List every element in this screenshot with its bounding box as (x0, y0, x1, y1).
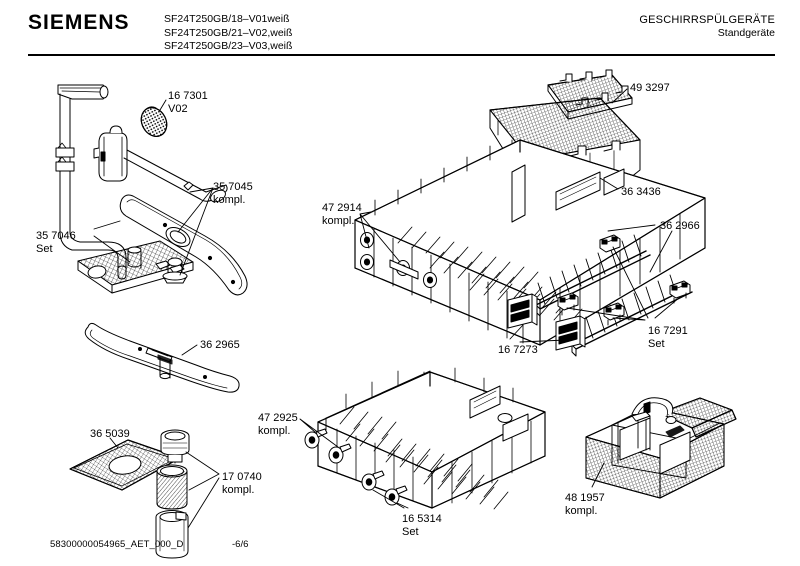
callout-16-7301: 16 7301 V02 (168, 90, 208, 116)
part-qualifier: kompl. (213, 194, 246, 206)
part-qualifier: V02 (168, 103, 188, 115)
part-qualifier: kompl. (222, 484, 255, 496)
part-number: 36 2966 (660, 220, 700, 232)
callout-16-5314: 16 5314 Set (402, 513, 442, 539)
part-number: 16 7291 (648, 325, 688, 337)
art-tine-retainers (557, 234, 691, 326)
callout-17-0740: 17 0740 kompl. (222, 471, 262, 497)
part-number: 47 2914 (322, 202, 362, 214)
part-number: 49 3297 (630, 82, 670, 94)
art-cutlery-basket (585, 397, 737, 499)
callout-36-2966: 36 2966 (660, 220, 700, 233)
part-qualifier: Set (36, 243, 53, 255)
part-number: 16 7301 (168, 90, 208, 102)
part-number: 36 5039 (90, 428, 130, 440)
part-number: 16 7273 (498, 344, 538, 356)
art-basket-clips (507, 293, 586, 351)
model-line-1: SF24T250GB/18–V01weiß (164, 13, 290, 25)
art-jet-nozzle (140, 106, 168, 137)
callout-47-2914: 47 2914 kompl. (322, 202, 362, 228)
category-block: GESCHIRRSPÜLGERÄTE Standgeräte (639, 13, 775, 40)
art-lower-spray-arm (84, 322, 240, 393)
art-folding-cup-rack (489, 97, 641, 193)
art-water-feed-pipe (55, 84, 194, 294)
model-line-2: SF24T250GB/21–V02,weiß (164, 26, 293, 39)
part-number: 48 1957 (565, 492, 605, 504)
model-line-3: SF24T250GB/23–V03,weiß (164, 40, 293, 52)
part-number: 47 2925 (258, 412, 298, 424)
art-filter-screen-plate (69, 439, 181, 491)
callout-16-7291: 16 7291 Set (648, 325, 688, 351)
page-number: -6/6 (232, 539, 249, 550)
part-number: 16 5314 (402, 513, 442, 525)
art-upper-spray-arm (93, 125, 248, 296)
art-cup-shelf-insert (547, 69, 633, 120)
category-title: GESCHIRRSPÜLGERÄTE (639, 14, 775, 26)
part-qualifier: Set (648, 338, 665, 350)
document-id: 58300000054965_AET_000_D (50, 539, 184, 550)
part-number: 35 7046 (36, 230, 76, 242)
callout-36-3436: 36 3436 (621, 186, 661, 199)
part-number: 17 0740 (222, 471, 262, 483)
art-lower-basket (304, 367, 546, 510)
part-number: 35 7045 (213, 181, 253, 193)
callout-35-7045: 35 7045 kompl. (213, 181, 253, 207)
callout-49-3297: 49 3297 (630, 82, 670, 95)
callout-35-7046: 35 7046 Set (36, 230, 76, 256)
callout-36-5039: 36 5039 (90, 428, 130, 441)
part-number: 36 3436 (621, 186, 661, 198)
callout-47-2925: 47 2925 kompl. (258, 412, 298, 438)
callout-48-1957: 48 1957 kompl. (565, 492, 605, 518)
art-upper-basket (354, 139, 706, 346)
part-qualifier: kompl. (258, 425, 291, 437)
leader-lines (93, 88, 681, 529)
part-number: 36 2965 (200, 339, 240, 351)
model-list: SF24T250GB/18–V01weiß SF24T250GB/21–V02,… (164, 13, 292, 54)
part-qualifier: kompl. (565, 505, 598, 517)
siemens-logo: SIEMENS (28, 11, 130, 34)
part-qualifier: Set (402, 526, 419, 538)
header-divider (28, 54, 775, 56)
part-qualifier: kompl. (322, 215, 355, 227)
callout-16-7273: 16 7273 (498, 344, 538, 357)
category-subtitle: Standgeräte (717, 27, 775, 39)
callout-36-2965: 36 2965 (200, 339, 240, 352)
